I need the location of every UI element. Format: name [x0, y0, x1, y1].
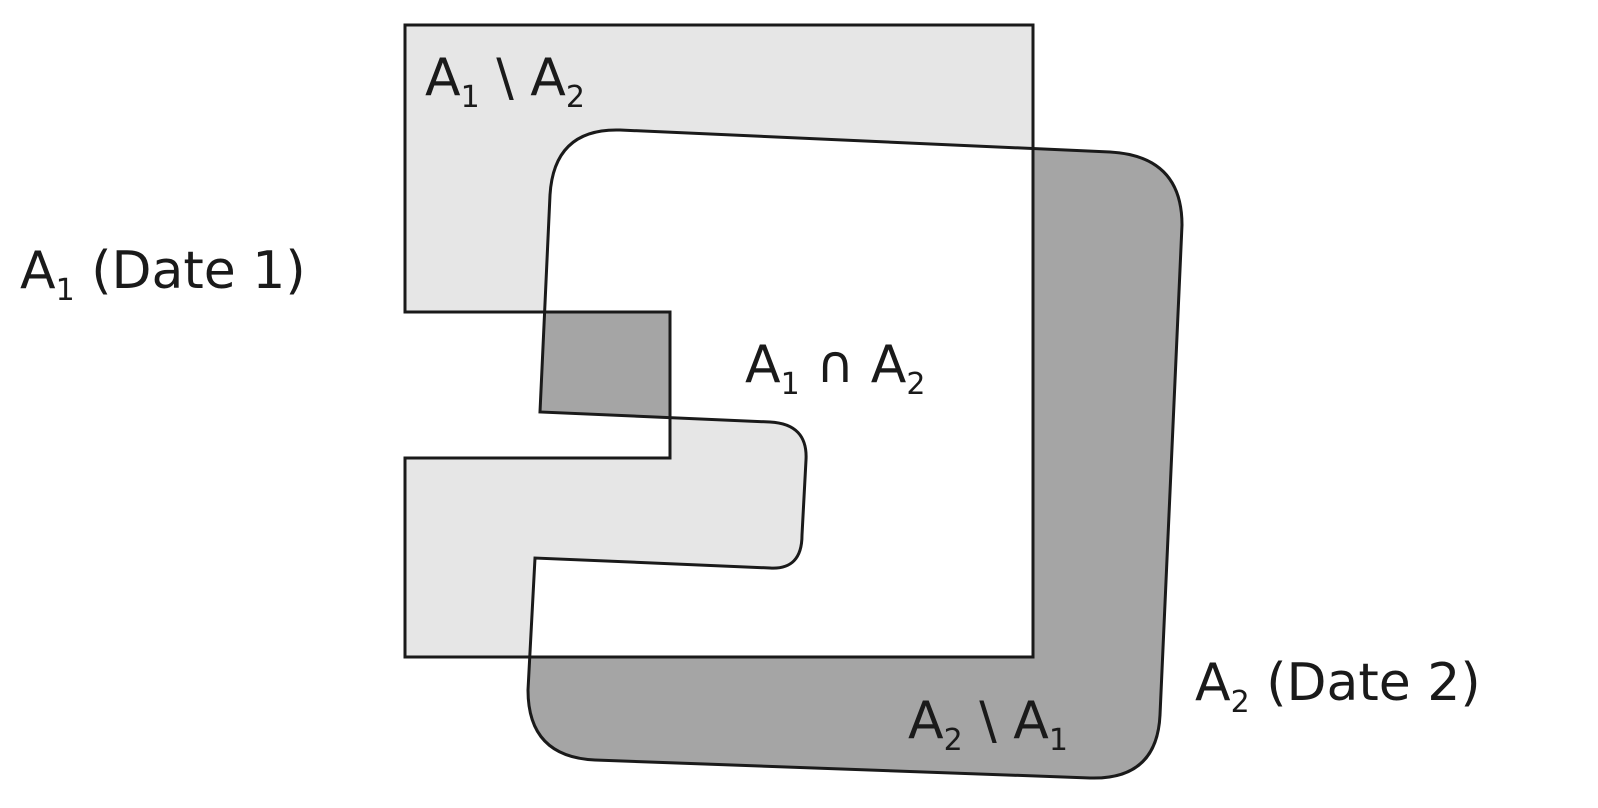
intersection-label: A1 ∩ A2	[745, 335, 925, 402]
a1-minus-a2-label: A1 \ A2	[425, 48, 585, 115]
a2-minus-a1-label: A2 \ A1	[908, 691, 1068, 758]
a2-date2-label: A2 (Date 2)	[1195, 653, 1481, 720]
a1-date1-label: A1 (Date 1)	[20, 241, 306, 308]
